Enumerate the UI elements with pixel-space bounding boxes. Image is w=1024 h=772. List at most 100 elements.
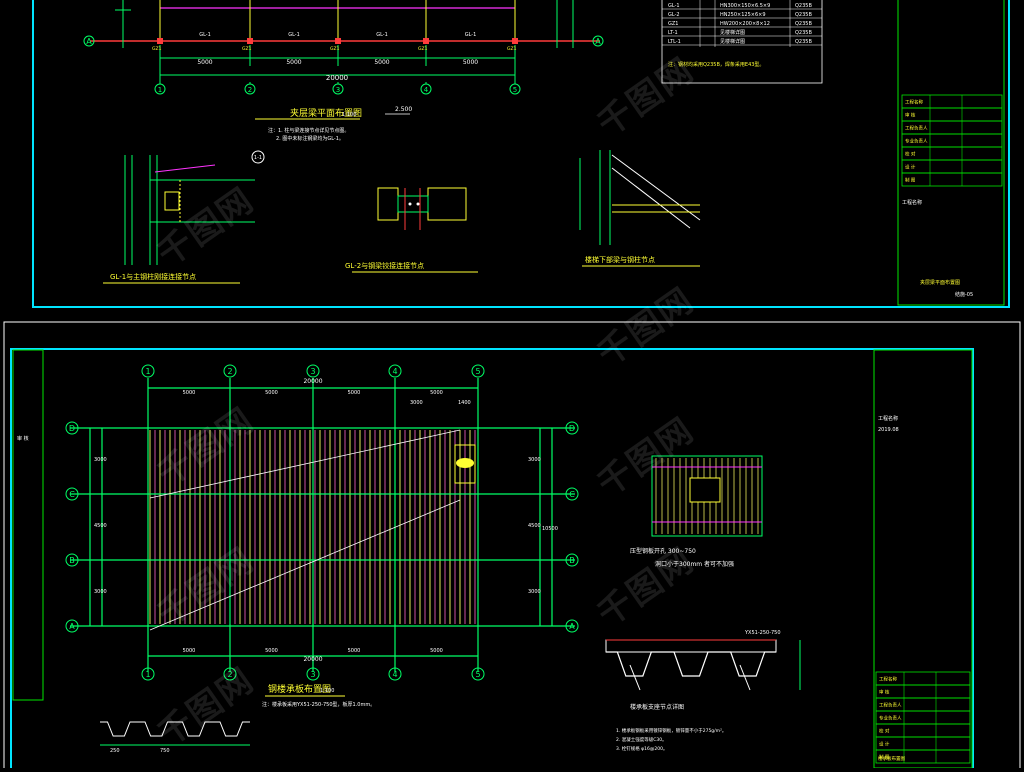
s1-plan-scale: 1:100 — [342, 112, 356, 118]
s2-bottom-span-dim: 5000 — [265, 648, 278, 654]
s2-left-dim: 4500 — [94, 523, 107, 529]
s1-table-spec: 见楼梯详图 — [720, 38, 745, 45]
s1-span-dim: 5000 — [463, 59, 478, 66]
s1-span-dim: 5000 — [197, 59, 212, 66]
s2-row-bubble-left — [65, 421, 79, 435]
s2-axis-bubble-top — [388, 364, 402, 378]
s2-axis-bubble-top — [471, 364, 485, 378]
s2-axis-bubble-top — [223, 364, 237, 378]
s1-note-1: 注：1. 柱与梁连接节点详见节点图。 — [268, 127, 349, 134]
s2-sub-dim: 3000 — [410, 400, 423, 406]
s1-detail-2-title: GL-2与钢梁铰接连接节点 — [345, 261, 424, 270]
title-block-row-label: 校 对 — [879, 728, 890, 735]
s1-column-mark — [335, 38, 341, 44]
s1-row-axis-a: A — [86, 37, 92, 46]
s2-profile-small: 250 750 — [100, 721, 250, 754]
s2-axis-label-bottom: 1 — [145, 670, 150, 679]
title-block-row-label: 制 图 — [905, 177, 916, 184]
s2-row-bubble-left — [65, 619, 79, 633]
s2-bottom-span-dim: 5000 — [430, 648, 443, 654]
s2-tb-project: 工程名称 — [878, 415, 898, 422]
s2-axis-bubble-bottom — [471, 667, 485, 681]
s2-notes-2: 2. 混凝土强度等级C30。 — [616, 736, 667, 743]
s2-right-dim: 3000 — [528, 457, 541, 463]
s1-axis-label: 2 — [248, 86, 252, 94]
s1-table-mat: Q235B — [795, 12, 812, 18]
s2-axis-label-top: 2 — [227, 367, 232, 376]
sheet1-title-block — [897, 0, 1005, 306]
s1-column-mark — [512, 38, 518, 44]
s2-profile-dim-1: 250 — [110, 748, 120, 754]
s2-profile-dim-2: 750 — [160, 748, 170, 754]
s2-opening-caption: 压型钢板开孔 300~750 — [630, 547, 696, 555]
s2-opening-detail: 压型钢板开孔 300~750 洞口小于300mm 者可不加强 — [630, 455, 763, 568]
s2-row-label-left: C — [69, 490, 75, 499]
s2-top-span-dim: 5000 — [430, 390, 443, 396]
s1-tb-sheet-no: 结施-05 — [955, 291, 973, 298]
s1-table-spec: HN250×125×6×9 — [720, 12, 766, 18]
s2-sub-dim: 1400 — [458, 400, 471, 406]
s2-top-span-dim: 5000 — [348, 390, 361, 396]
s2-strip-label: 审 核 — [17, 435, 29, 442]
s2-opening-note: 洞口小于300mm 者可不加强 — [655, 560, 734, 568]
s1-beam-label: GL-1 — [465, 32, 477, 38]
title-block-row-label: 审 核 — [905, 112, 916, 119]
title-block-row-label: 设 计 — [879, 741, 890, 748]
s2-row-label-right: D — [569, 424, 575, 433]
s1-table-id: LT-1 — [668, 30, 678, 36]
s1-beam-label: GL-1 — [376, 32, 388, 38]
title-block-row-label: 工程名称 — [905, 99, 923, 106]
s2-top-span-dim: 5000 — [265, 390, 278, 396]
s2-axis-bubble-top — [141, 364, 155, 378]
s2-row-bubble-left — [65, 487, 79, 501]
s1-detail-3-title: 楼梯下部梁与钢柱节点 — [585, 255, 655, 264]
s2-section-detail: 楼承板支座节点详图 YX51-250-750 1. 楼承板钢板采用镀锌钢板，镀锌… — [605, 630, 801, 752]
s1-span-dim: 5000 — [374, 59, 389, 66]
s1-tb-project: 工程名称 — [902, 199, 922, 206]
s2-axis-label-top: 1 — [145, 367, 150, 376]
s2-row-bubble-right — [565, 619, 579, 633]
title-block-row-label: 工程负责人 — [905, 125, 928, 132]
s2-axis-label-bottom: 4 — [392, 670, 397, 679]
s1-column-label: GZ1 — [152, 46, 162, 52]
s2-row-label-right: B — [569, 556, 575, 565]
s2-bottom-total: 20000 — [303, 656, 322, 663]
s2-row-label-right: A — [569, 622, 575, 631]
s1-column-mark — [157, 38, 163, 44]
title-block-row-label: 审 核 — [879, 689, 890, 696]
s2-tb-date: 2019.08 — [878, 427, 899, 433]
s1-column-label: GZ1 — [242, 46, 252, 52]
s1-table-spec: HN300×150×6.5×9 — [720, 3, 770, 9]
s1-detail-1-title: GL-1与主钢柱刚接连接节点 — [110, 272, 196, 281]
s1-table-id: GZ1 — [668, 21, 678, 27]
sheet1-border — [32, 0, 1010, 308]
title-block-row-label: 工程负责人 — [879, 702, 902, 709]
s1-axis-label: 4 — [424, 86, 429, 94]
s2-axis-label-bottom: 3 — [310, 670, 315, 679]
s1-table-mat: Q235B — [795, 39, 812, 45]
s1-table-id: GL-1 — [668, 3, 680, 9]
title-block-row-label: 制 图 — [879, 754, 890, 761]
s2-right-dim: 3000 — [528, 589, 541, 595]
s2-left-dim: 3000 — [94, 589, 107, 595]
s2-note: 注：楼承板采用YX51-250-750型，板厚1.0mm。 — [262, 701, 375, 708]
s1-beam-label: GL-1 — [288, 32, 300, 38]
s1-row-axis-a-right: A — [595, 37, 601, 46]
s2-axis-label-top: 5 — [475, 367, 480, 376]
s2-axis-label-top: 4 — [392, 367, 397, 376]
title-block-row-label: 校 对 — [905, 151, 916, 158]
s2-axis-bubble-top — [306, 364, 320, 378]
s2-axis-label-bottom: 5 — [475, 670, 480, 679]
s1-column-mark — [423, 38, 429, 44]
s2-bottom-span-dim: 5000 — [348, 648, 361, 654]
s2-row-bubble-right — [565, 553, 579, 567]
s1-column-label: GZ1 — [330, 46, 340, 52]
s2-row-bubble-left — [65, 553, 79, 567]
s2-section-caption: 楼承板支座节点详图 — [630, 703, 684, 711]
s2-axis-bubble-bottom — [388, 667, 402, 681]
